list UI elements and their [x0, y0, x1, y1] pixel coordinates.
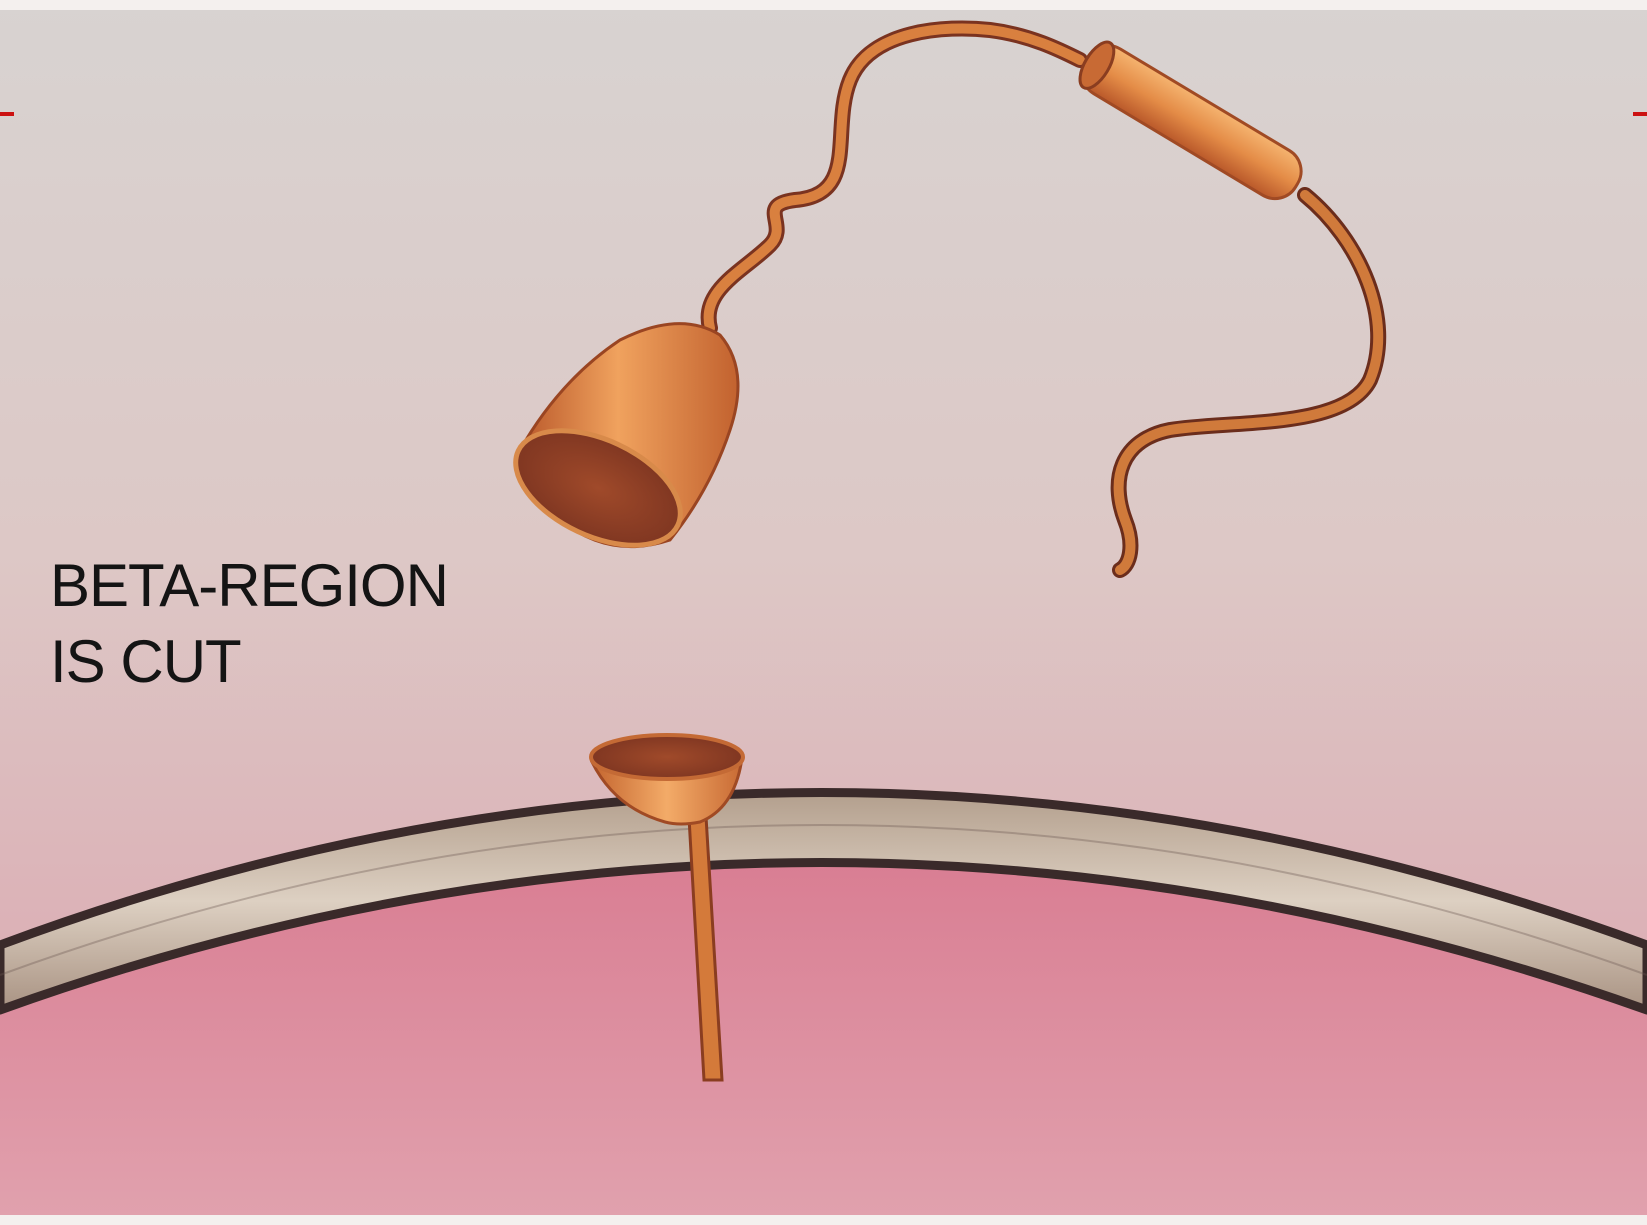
caption-line-2: IS CUT	[50, 624, 448, 700]
slide-accent-left	[0, 112, 14, 116]
slide-accent-right	[1633, 112, 1647, 116]
caption-line-1: BETA-REGION	[50, 548, 448, 624]
membrane-cup-cut-face	[591, 735, 743, 779]
illustration-caption: BETA-REGION IS CUT	[50, 548, 448, 700]
